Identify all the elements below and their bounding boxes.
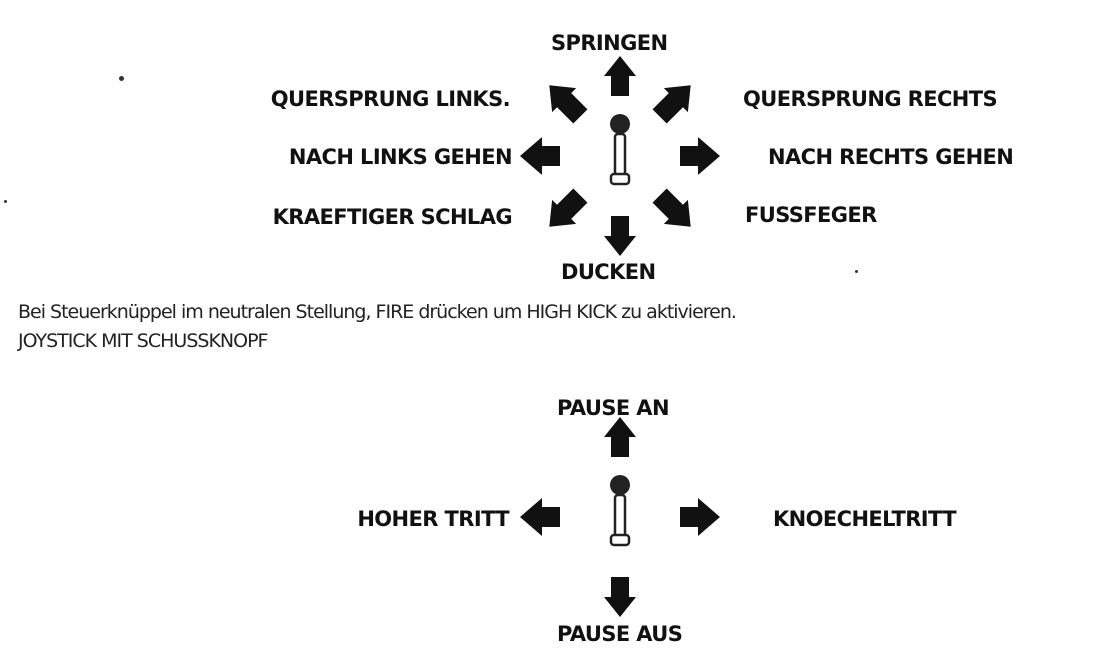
label-springen: SPRINGEN — [551, 31, 668, 55]
arrow-down-left-icon — [549, 188, 588, 227]
arrow-down-icon — [604, 216, 636, 256]
arrow-down-icon — [604, 577, 636, 617]
joystick-diagram-4way — [520, 417, 720, 617]
arrow-up-left-icon — [549, 85, 588, 124]
joystick-diagram-8way — [520, 56, 720, 256]
print-speck — [855, 270, 858, 273]
section-heading: JOYSTICK MIT SCHUSSKNOPF — [18, 330, 268, 352]
arrow-up-icon — [604, 56, 636, 96]
joystick-icon — [609, 475, 631, 547]
label-pause-aus: PAUSE AUS — [557, 622, 683, 646]
arrow-left-icon — [520, 498, 560, 536]
label-hoher-tritt: HOHER TRITT — [357, 507, 509, 531]
label-quersprung-links: QUERSPRUNG LINKS. — [270, 87, 511, 111]
label-nach-rechts-gehen: NACH RECHTS GEHEN — [768, 145, 1014, 169]
joystick-icon — [609, 114, 631, 186]
arrow-right-icon — [680, 498, 720, 536]
arrow-up-right-icon — [652, 85, 691, 124]
label-pause-an: PAUSE AN — [557, 396, 670, 420]
label-knoecheltritt: KNOECHELTRITT — [773, 507, 957, 531]
label-fussfeger: FUSSFEGER — [745, 203, 877, 227]
label-kraeftiger-schlag: KRAEFTIGER SCHLAG — [272, 205, 513, 229]
arrow-right-icon — [680, 137, 720, 175]
print-speck — [4, 200, 7, 203]
arrow-up-icon — [604, 417, 636, 457]
instruction-text: Bei Steuerknüppel im neutralen Stellung,… — [18, 301, 737, 323]
arrow-down-right-icon — [652, 188, 691, 227]
arrow-left-icon — [520, 137, 560, 175]
label-ducken: DUCKEN — [561, 260, 656, 284]
label-quersprung-rechts: QUERSPRUNG RECHTS — [743, 87, 998, 111]
print-speck — [119, 76, 124, 81]
label-nach-links-gehen: NACH LINKS GEHEN — [288, 145, 513, 169]
